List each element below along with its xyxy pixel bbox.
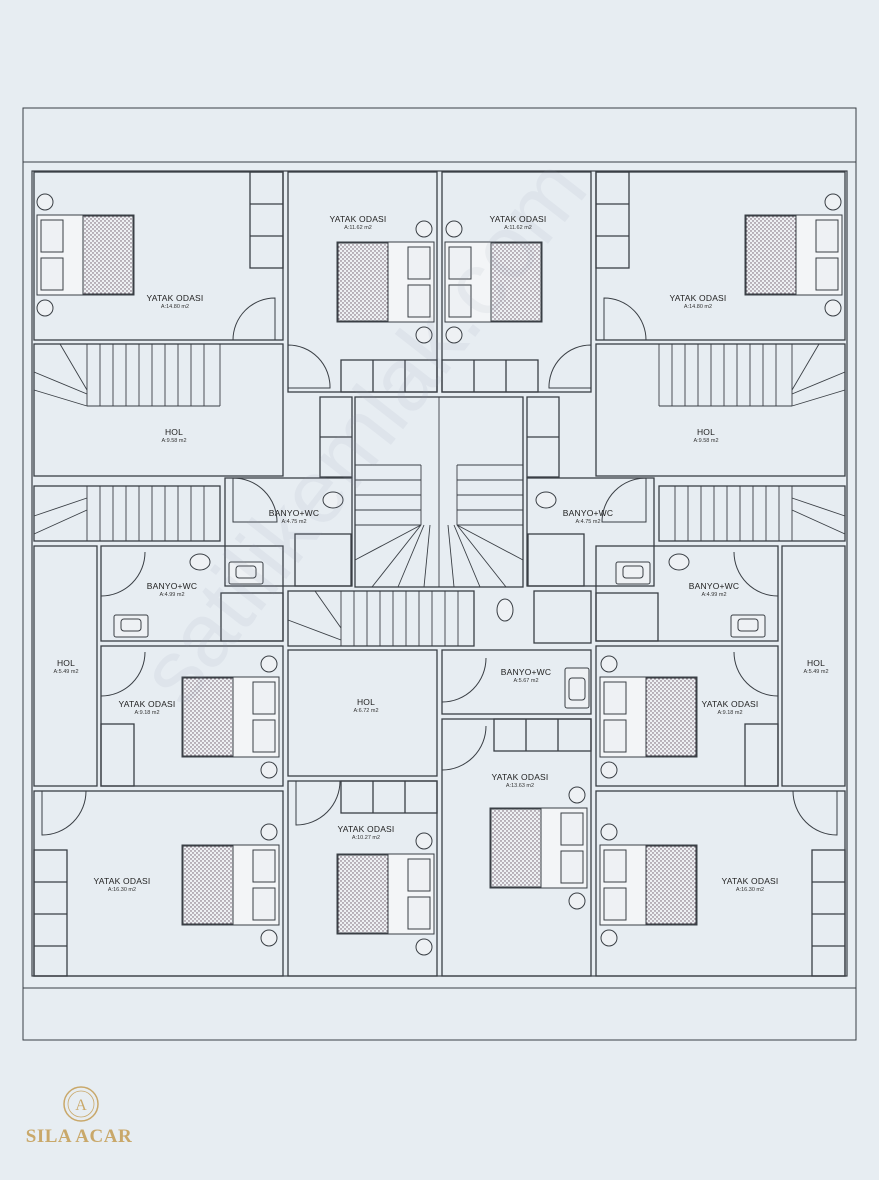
fixtures [113,491,766,709]
doors [41,297,838,836]
walls [33,171,846,977]
outer-boundary [22,107,857,1041]
brand-name: SILA ACAR [25,1126,133,1147]
brand-logo: A SILA ACAR [14,1082,144,1154]
logo-mark-letter: A [75,1097,87,1114]
stairs [33,343,846,646]
beds [36,193,843,956]
logo-mark-icon: A [63,1086,99,1122]
